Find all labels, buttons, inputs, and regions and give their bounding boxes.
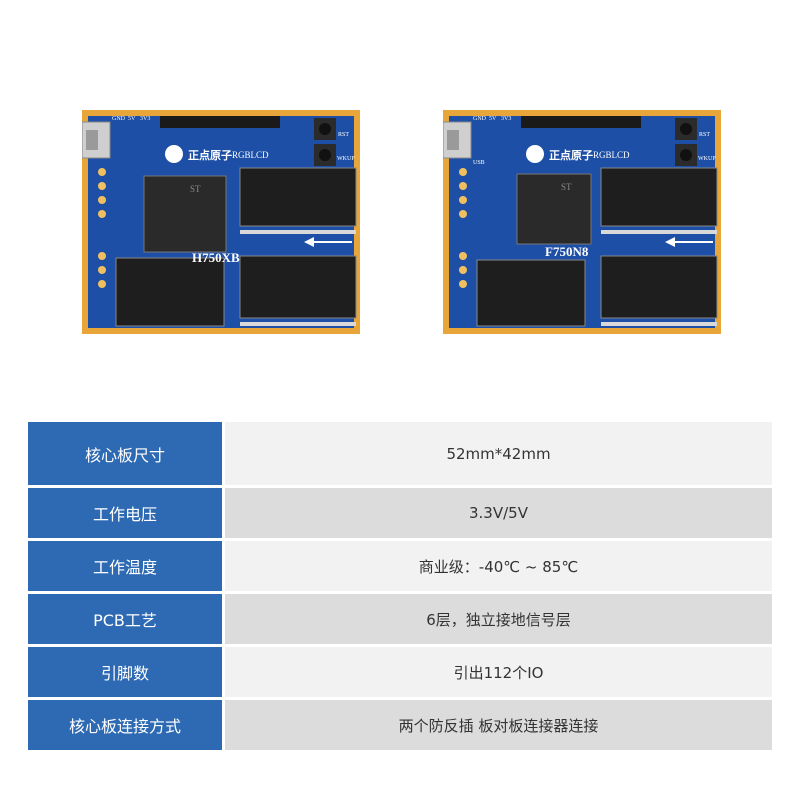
spec-label: PCB工艺 [28, 594, 222, 644]
spec-row-pins: 引脚数 引出112个IO [28, 647, 772, 697]
spec-value: 两个防反插 板对板连接器连接 [225, 700, 772, 750]
product-images: 正点原子 ST RGBLCD H750XB GND 5V 3V3 RST WKU… [82, 110, 721, 334]
spec-label: 核心板连接方式 [28, 700, 222, 750]
spec-value: 52mm*42mm [225, 422, 772, 485]
board-silk-gnd: GND [473, 116, 487, 122]
board-silk-usb: USB [473, 160, 485, 166]
spec-value: 商业级：-40℃ ~ 85℃ [225, 541, 772, 591]
spec-label: 工作电压 [28, 488, 222, 538]
board-silk-gnd: GND [112, 116, 126, 122]
spec-value: 3.3V/5V [225, 488, 772, 538]
spec-row-pcb: PCB工艺 6层，独立接地信号层 [28, 594, 772, 644]
board-silk-5v: 5V [489, 116, 497, 122]
spec-row-size: 核心板尺寸 52mm*42mm [28, 422, 772, 485]
spec-value: 引出112个IO [225, 647, 772, 697]
board-silk-rgblcd: RGBLCD [232, 150, 269, 160]
board-silk-3v3: 3V3 [140, 116, 150, 122]
board-silk-rst: RST [338, 132, 349, 138]
spec-label: 引脚数 [28, 647, 222, 697]
board-silk-rgblcd: RGBLCD [593, 150, 630, 160]
svg-text:ST: ST [190, 184, 201, 194]
board-silk-wkup: WKUP [698, 156, 716, 162]
spec-label: 核心板尺寸 [28, 422, 222, 485]
core-board-f750-image: 正点原子 ST RGBLCD F750N8 GND 5V 3V3 RST WKU… [443, 110, 721, 334]
board-model-label: F750N8 [545, 244, 589, 259]
spec-label: 工作温度 [28, 541, 222, 591]
board-model-label: H750XB [192, 250, 240, 265]
svg-text:正点原子: 正点原子 [549, 148, 593, 162]
core-board-h750-image: 正点原子 ST RGBLCD H750XB GND 5V 3V3 RST WKU… [82, 110, 360, 334]
svg-text:正点原子: 正点原子 [188, 148, 232, 162]
spec-row-voltage: 工作电压 3.3V/5V [28, 488, 772, 538]
spec-table: 核心板尺寸 52mm*42mm 工作电压 3.3V/5V 工作温度 商业级：-4… [28, 422, 772, 753]
spec-row-connection: 核心板连接方式 两个防反插 板对板连接器连接 [28, 700, 772, 750]
spec-row-temperature: 工作温度 商业级：-40℃ ~ 85℃ [28, 541, 772, 591]
svg-text:ST: ST [561, 182, 572, 192]
board-silk-5v: 5V [128, 116, 136, 122]
board-silk-rst: RST [699, 132, 710, 138]
spec-value: 6层，独立接地信号层 [225, 594, 772, 644]
board-silk-wkup: WKUP [337, 156, 355, 162]
board-silk-3v3: 3V3 [501, 116, 511, 122]
